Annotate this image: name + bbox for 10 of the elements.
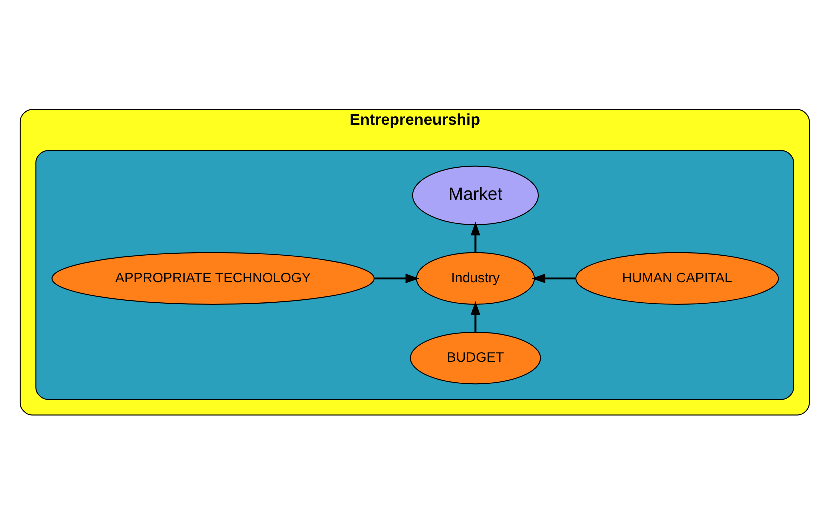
node-ellipse: BUDGET (410, 332, 542, 385)
arrow (470, 222, 480, 253)
node-ellipse: APPROPRIATE TECHNOLOGY (52, 252, 375, 305)
arrow (470, 301, 480, 332)
arrow (532, 274, 576, 284)
arrow (374, 274, 420, 284)
node-ellipse: HUMAN CAPITAL (576, 252, 780, 305)
cluster (36, 150, 794, 400)
node-ellipse: Market (412, 166, 540, 226)
node-ellipse: Industry (416, 252, 536, 305)
